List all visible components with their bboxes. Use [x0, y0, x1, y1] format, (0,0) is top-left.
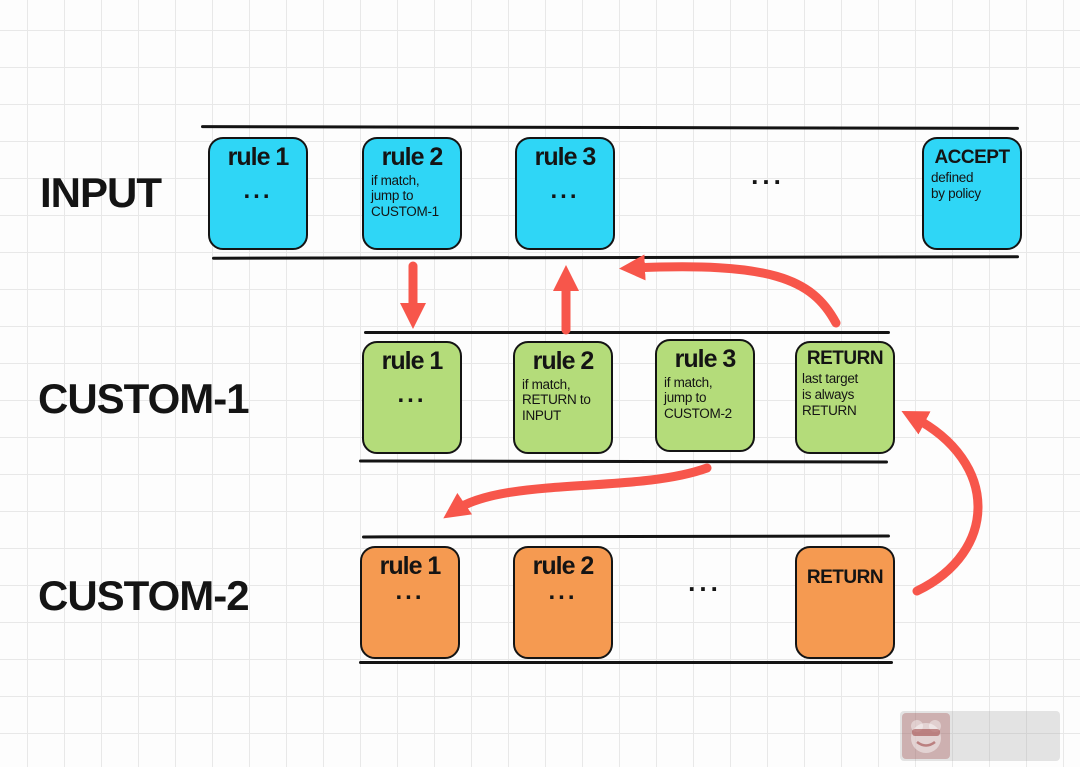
rule-title: rule 3: [674, 345, 737, 373]
rule-detail-line: jump to: [371, 188, 414, 204]
input-rule2-box: rule 2 if match, jump to CUSTOM-1: [362, 137, 462, 250]
custom1-chain-bottom-line: [358, 459, 889, 464]
rule-detail-line: INPUT: [522, 408, 562, 424]
rule-detail: if match, jump to CUSTOM-2: [657, 374, 753, 423]
monkey-logo-icon: [902, 713, 950, 759]
input-chain-top-line: [200, 125, 1020, 130]
terminal-detail: defined by policy: [924, 169, 1020, 202]
arrow-custom1-rule3-jump-to-custom2: [443, 463, 712, 519]
rule-ellipsis: ...: [550, 176, 580, 204]
rule-detail-line: jump to: [664, 390, 707, 406]
rule-ellipsis: ...: [548, 577, 578, 605]
custom2-chain-top-line: [361, 534, 891, 539]
rule-detail-line: CUSTOM-1: [371, 204, 439, 220]
custom1-rule2-box: rule 2 if match, RETURN to INPUT: [513, 341, 613, 454]
arrow-custom1-return-to-input: [619, 254, 841, 328]
terminal-title: RETURN: [806, 348, 884, 369]
rule-title: rule 1: [227, 143, 290, 171]
terminal-title: RETURN: [806, 567, 884, 588]
rule-detail-line: RETURN to: [522, 392, 591, 408]
rule-title: rule 1: [381, 347, 444, 375]
rule-detail-line: CUSTOM-2: [664, 406, 732, 422]
chain-label-input: INPUT: [40, 169, 162, 216]
custom2-rule2-box: rule 2 ...: [513, 546, 613, 659]
terminal-detail: last target is always RETURN: [797, 370, 893, 419]
rule-detail-line: if match,: [522, 376, 571, 392]
input-rule1-box: rule 1 ...: [208, 137, 308, 250]
terminal-detail-line: is always: [802, 386, 855, 402]
custom1-chain-top-line: [364, 331, 890, 334]
rule-title: rule 2: [532, 552, 595, 580]
terminal-detail-line: defined: [931, 169, 974, 185]
rule-detail-line: if match,: [664, 374, 713, 390]
rule-title: rule 3: [534, 143, 597, 171]
rule-detail: if match, jump to CUSTOM-1: [364, 172, 460, 221]
input-more-rules-ellipsis: ...: [751, 160, 785, 190]
arrow-custom2-return-to-custom1: [901, 411, 983, 596]
custom1-rule1-box: rule 1 ...: [362, 341, 462, 454]
rule-detail-line: if match,: [371, 172, 420, 188]
rule-title: rule 2: [532, 347, 595, 375]
custom2-return-box: RETURN: [795, 546, 895, 659]
custom2-chain-bottom-line: [359, 661, 893, 664]
custom1-return-box: RETURN last target is always RETURN: [795, 341, 895, 454]
watermark-badge: [900, 711, 1060, 761]
rule-ellipsis: ...: [395, 577, 425, 605]
terminal-detail-line: RETURN: [802, 402, 857, 418]
custom1-rule3-box: rule 3 if match, jump to CUSTOM-2: [655, 339, 755, 452]
rule-title: rule 1: [379, 552, 442, 580]
rule-detail: if match, RETURN to INPUT: [515, 376, 611, 425]
rule-ellipsis: ...: [397, 380, 427, 408]
chain-label-custom2: CUSTOM-2: [38, 572, 250, 619]
input-chain-bottom-line: [211, 255, 1020, 260]
chain-label-custom1: CUSTOM-1: [38, 375, 250, 422]
input-accept-box: ACCEPT defined by policy: [922, 137, 1022, 250]
rule-ellipsis: ...: [243, 176, 273, 204]
terminal-title: ACCEPT: [934, 147, 1010, 168]
input-rule3-box: rule 3 ...: [515, 137, 615, 250]
custom2-rule1-box: rule 1 ...: [360, 546, 460, 659]
rule-title: rule 2: [381, 143, 444, 171]
terminal-detail-line: last target: [802, 370, 858, 386]
terminal-detail-line: by policy: [931, 185, 981, 201]
custom2-more-rules-ellipsis: ...: [688, 567, 722, 597]
